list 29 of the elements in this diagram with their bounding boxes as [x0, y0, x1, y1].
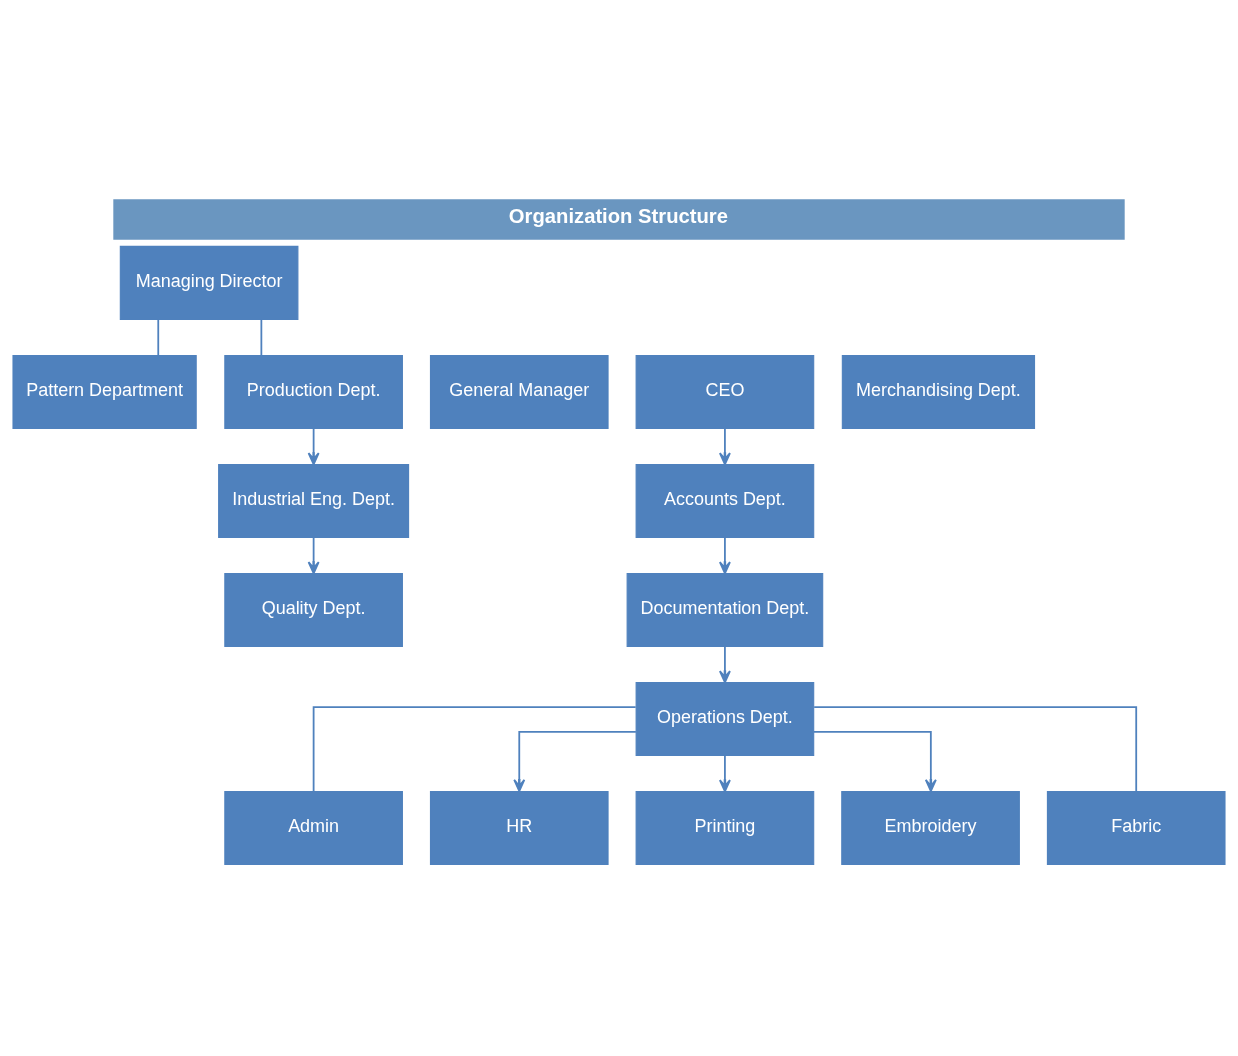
- arrow: [718, 754, 731, 792]
- node-box: General Manager: [429, 354, 609, 429]
- connector: [312, 705, 637, 792]
- node-box: Pattern Department: [12, 354, 197, 429]
- connector: [157, 318, 160, 356]
- node-box: Printing: [635, 790, 815, 865]
- arrow: [718, 645, 731, 683]
- node-box: CEO: [635, 354, 815, 429]
- node-box: Admin: [224, 790, 403, 865]
- node-box: HR: [429, 790, 609, 865]
- arrow: [307, 427, 320, 465]
- connector: [260, 318, 263, 356]
- arrow: [812, 730, 937, 792]
- node-box: Merchandising Dept.: [841, 354, 1036, 429]
- node-box: Fabric: [1046, 790, 1226, 865]
- node-box: Documentation Dept.: [626, 572, 824, 647]
- node-box: Accounts Dept.: [635, 463, 815, 538]
- node-box: Quality Dept.: [224, 572, 403, 647]
- node-box: Operations Dept.: [635, 681, 815, 756]
- arrow: [718, 536, 731, 574]
- arrow: [718, 427, 731, 465]
- node-box: Managing Director: [119, 245, 299, 320]
- diagram-title: Organization Structure: [508, 204, 728, 227]
- node-box: Production Dept.: [224, 354, 403, 429]
- arrow: [307, 536, 320, 574]
- arrow: [513, 730, 637, 792]
- node-box: Embroidery: [841, 790, 1020, 865]
- node-box: Industrial Eng. Dept.: [218, 463, 410, 538]
- connector: [813, 705, 1138, 792]
